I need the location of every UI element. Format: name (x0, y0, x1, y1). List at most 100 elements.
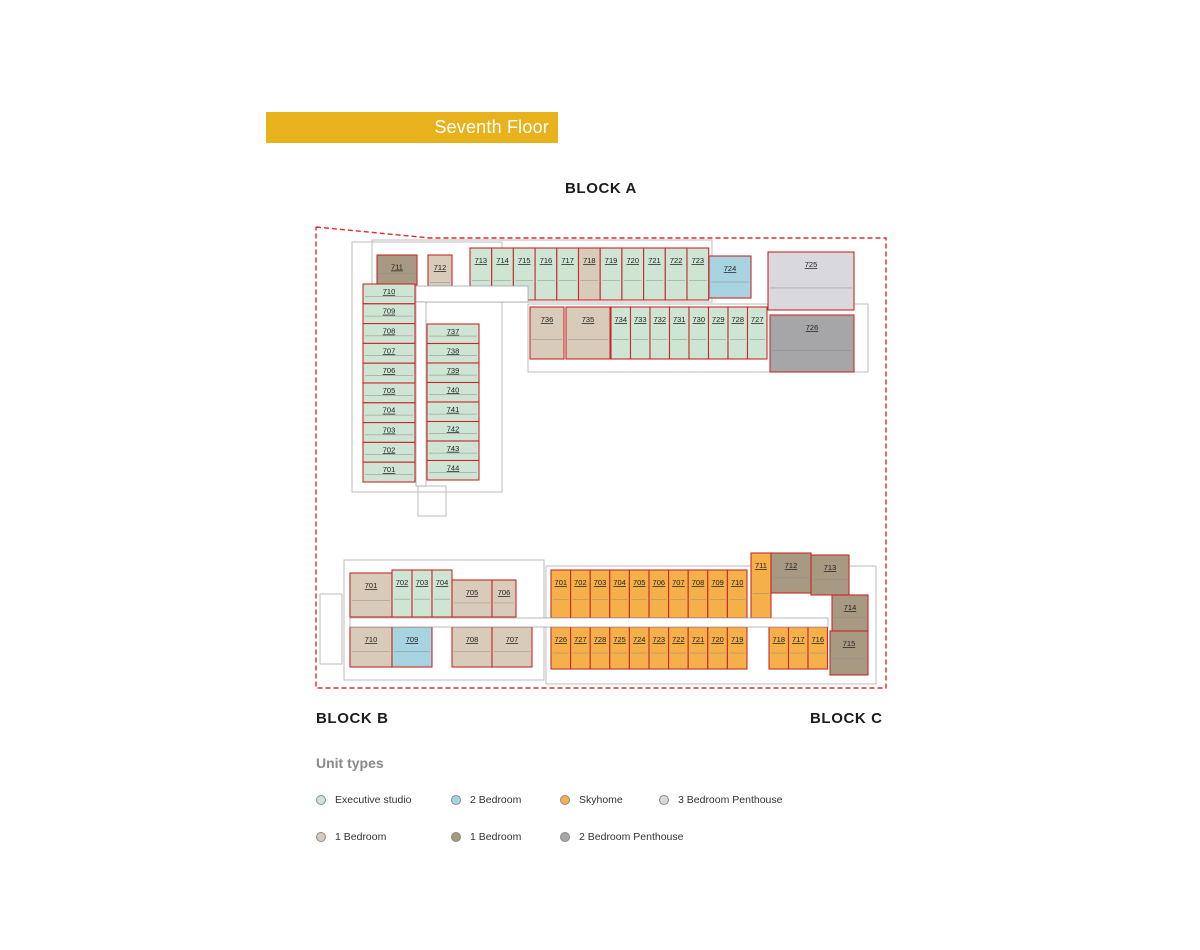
unit-a-727 (746, 306, 768, 360)
unit-number: 702 (383, 445, 396, 454)
unit-number: 713 (824, 563, 837, 572)
unit-number: 727 (751, 315, 764, 324)
unit-c-719 (726, 626, 748, 670)
unit-number: 710 (383, 287, 396, 296)
unit-number: 731 (673, 315, 686, 324)
unit-b-709 (391, 626, 433, 668)
unit-number: 730 (692, 315, 705, 324)
unit-number: 703 (383, 426, 396, 435)
unit-number: 708 (692, 578, 705, 587)
unit-number: 716 (540, 256, 553, 265)
unit-b-705 (451, 579, 493, 618)
corridor-a-west (415, 301, 427, 487)
unit-number: 714 (496, 256, 509, 265)
unit-c-724 (628, 626, 650, 670)
unit-number: 741 (447, 405, 460, 414)
unit-number: 702 (574, 578, 587, 587)
block-b-label: BLOCK B (316, 710, 389, 727)
unit-a-725 (767, 251, 855, 311)
unit-number: 727 (574, 635, 587, 644)
unit-number: 722 (672, 635, 685, 644)
unit-number: 726 (806, 323, 819, 332)
unit-number: 716 (811, 635, 824, 644)
stair-core-b (319, 593, 343, 665)
unit-number: 724 (724, 264, 737, 273)
legend-item-skyhome: Skyhome (560, 794, 623, 806)
unit-number: 717 (792, 635, 805, 644)
unit-number: 706 (653, 578, 666, 587)
unit-number: 737 (447, 327, 460, 336)
unit-number: 703 (416, 578, 429, 587)
block-a-label: BLOCK A (565, 180, 637, 197)
unit-number: 711 (391, 263, 403, 272)
unit-number: 704 (436, 578, 449, 587)
unit-number: 705 (633, 578, 646, 587)
unit-number: 715 (518, 256, 531, 265)
legend-label: 3 Bedroom Penthouse (678, 794, 783, 806)
unit-number: 721 (648, 256, 661, 265)
unit-c-715 (829, 630, 869, 676)
unit-number: 714 (844, 603, 857, 612)
unit-number: 744 (447, 463, 460, 472)
unit-b-708 (451, 626, 493, 668)
unit-number: 707 (506, 635, 519, 644)
unit-b-707 (491, 626, 533, 668)
3-bedroom-penthouse-swatch (659, 795, 669, 805)
unit-a-744 (426, 459, 480, 481)
unit-a-726 (769, 314, 855, 373)
unit-number: 728 (594, 635, 607, 644)
legend-label: 1 Bedroom (335, 831, 387, 843)
unit-number: 717 (561, 256, 574, 265)
legend-label: Skyhome (579, 794, 623, 806)
legend-item-2-bedroom: 2 Bedroom (451, 794, 521, 806)
unit-number: 735 (582, 315, 595, 324)
unit-number: 709 (711, 578, 724, 587)
unit-number: 708 (466, 635, 479, 644)
1-bedroom-light-swatch (316, 832, 326, 842)
unit-number: 701 (365, 581, 378, 590)
unit-b-701 (349, 572, 393, 618)
unit-number: 711 (755, 561, 767, 570)
unit-number: 706 (498, 588, 511, 597)
stair-core-a (417, 485, 447, 517)
unit-number: 710 (731, 578, 744, 587)
unit-number: 738 (447, 346, 460, 355)
unit-number: 723 (692, 256, 705, 265)
block-a-south-outline (527, 303, 869, 373)
legend-item-1-bedroom-light: 1 Bedroom (316, 831, 386, 843)
unit-number: 736 (541, 315, 554, 324)
unit-number: 712 (434, 263, 447, 272)
unit-number: 719 (605, 256, 618, 265)
unit-number: 718 (772, 635, 785, 644)
executive-studio-swatch (316, 795, 326, 805)
unit-number: 720 (711, 635, 724, 644)
unit-number: 706 (383, 366, 396, 375)
unit-c-712 (770, 552, 812, 594)
corridor-bc (349, 617, 829, 628)
unit-c-721 (687, 626, 709, 670)
unit-number: 722 (670, 256, 683, 265)
unit-number: 723 (653, 635, 666, 644)
unit-number: 725 (805, 260, 818, 269)
unit-number: 701 (555, 578, 568, 587)
unit-c-727 (570, 626, 591, 670)
floor-title: Seventh Floor (434, 117, 549, 137)
unit-c-718 (768, 626, 790, 670)
unit-c-728 (589, 626, 611, 670)
unit-number: 715 (843, 639, 856, 648)
corridor-a-north (415, 285, 529, 303)
unit-number: 734 (614, 315, 627, 324)
1-bedroom-dark-swatch (451, 832, 461, 842)
unit-a-735 (565, 306, 611, 360)
unit-number: 733 (634, 315, 647, 324)
unit-number: 709 (383, 307, 396, 316)
unit-c-713 (810, 554, 850, 596)
legend-label: Executive studio (335, 794, 412, 806)
unit-number: 729 (712, 315, 725, 324)
unit-b-710 (349, 626, 393, 668)
unit-number: 720 (626, 256, 639, 265)
unit-number: 721 (692, 635, 705, 644)
unit-number: 702 (396, 578, 409, 587)
unit-number: 718 (583, 256, 596, 265)
